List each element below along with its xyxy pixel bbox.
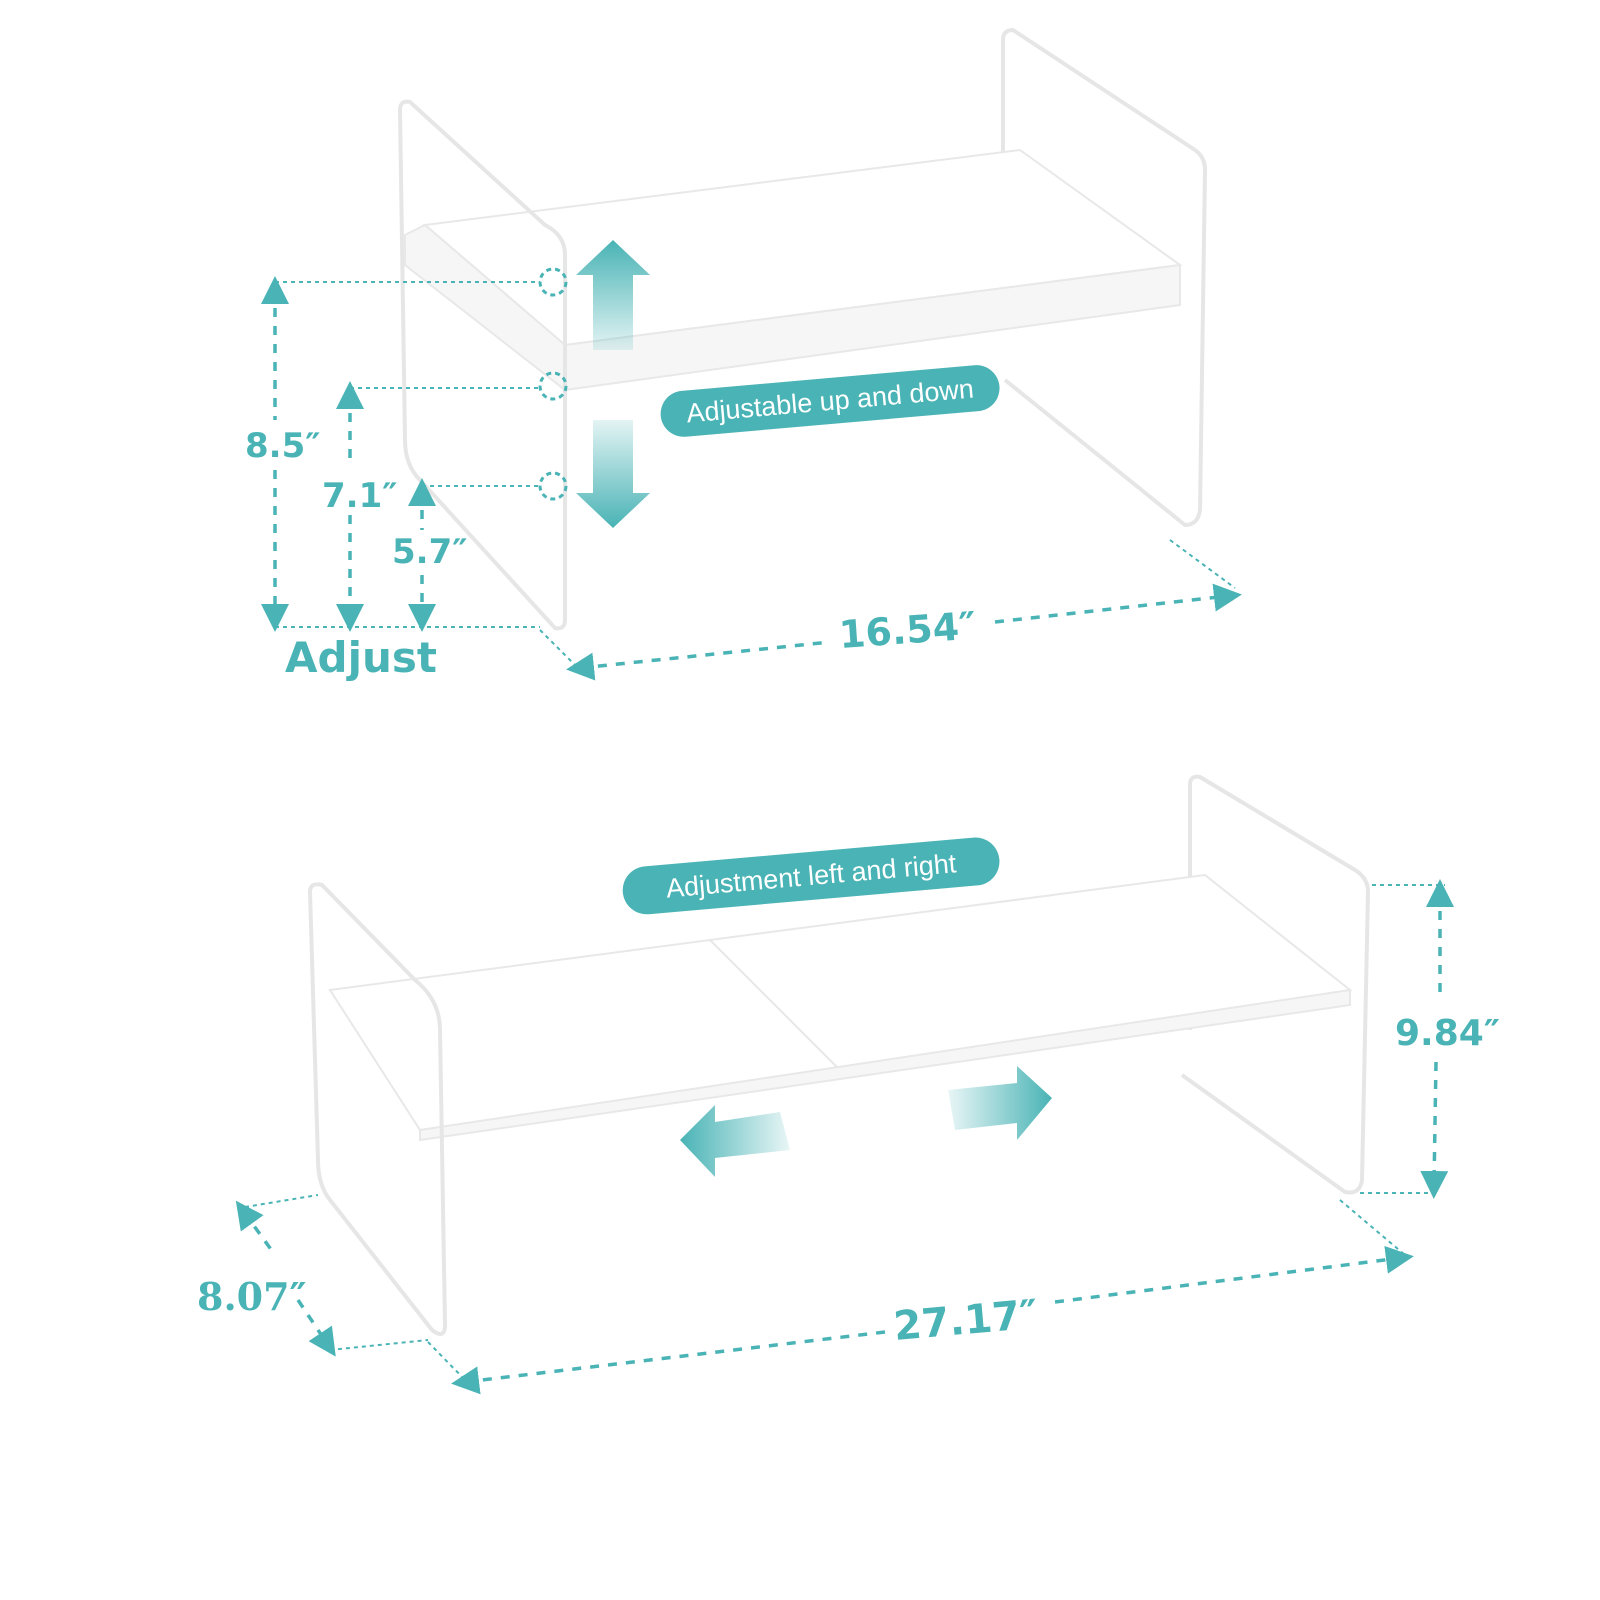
top-shelf-left-frame [398,99,567,631]
bottom-height-label: 9.84″ [1395,1013,1500,1054]
adjust-hole-icon [538,371,568,401]
top-shelf-right-frame [1001,28,1207,527]
bottom-depth-dimension [235,1194,429,1357]
adjust-hole-icon [538,471,568,501]
arrow-up-icon [576,240,650,350]
arrow-right-icon [948,1066,1052,1140]
height-label-7-1: 7.1″ [322,476,397,516]
pill-adjustable-up-down: Adjustable up and down [660,365,1000,437]
bottom-width-dimension [427,1199,1414,1395]
bottom-shelf [308,774,1370,1336]
top-width-dimension [539,539,1242,681]
arrow-left-icon [680,1105,790,1177]
bottom-width-label: 27.17″ [892,1292,1040,1350]
top-width-label: 16.54″ [838,604,978,657]
adjust-label: Adjust [285,633,437,682]
height-label-8-5: 8.5″ [245,426,320,466]
bottom-depth-label: 8.07″ [197,1274,307,1319]
arrow-down-icon [576,420,650,528]
bottom-shelf-board-edge [419,988,1351,1142]
pill-adjustment-left-right: Adjustment left and right [622,837,1000,915]
top-shelf [398,28,1207,631]
bottom-height-dimension [1360,879,1454,1199]
top-height-dimensions [261,276,540,632]
height-label-5-7: 5.7″ [392,532,467,572]
bottom-shelf-right-frame [1180,774,1370,1195]
bottom-shelf-left-frame [308,882,447,1336]
